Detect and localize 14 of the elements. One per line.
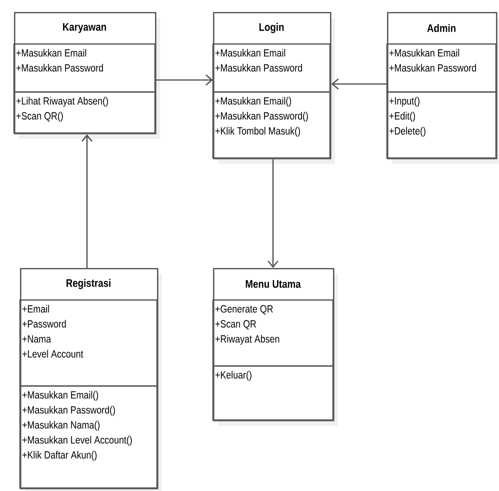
compartment: +Email +Password +Nama +Level Account — [19, 299, 158, 387]
arrow — [331, 78, 387, 90]
compartment: +Masukkan Email() +Masukkan Password() +Masukkan Nama() +Masukkan Level Account() +Klik Daftar Akun() — [19, 385, 158, 489]
compartment: +Lihat Riwayat Absen() +Scan QR() — [13, 91, 156, 134]
compartment: +Masukkan Email +Masukkan Password — [13, 43, 156, 93]
compartment: +Masukkan Email() +Masukkan Password() +Klik Tombol Masuk() — [212, 91, 331, 159]
compartment: +Generate QR +Scan QR +Riwayat Absen — [212, 299, 334, 367]
compartment: +Keluar() — [212, 365, 334, 421]
arrow — [268, 159, 278, 268]
compartment: +Input() +Edit() +Delete() — [386, 91, 497, 159]
compartment: +Masukkan Email +Masukkan Password — [212, 43, 331, 93]
arrow — [82, 134, 92, 268]
arrow — [156, 74, 213, 86]
compartment: +Masukkan Email +Masukkan Password — [386, 43, 497, 93]
